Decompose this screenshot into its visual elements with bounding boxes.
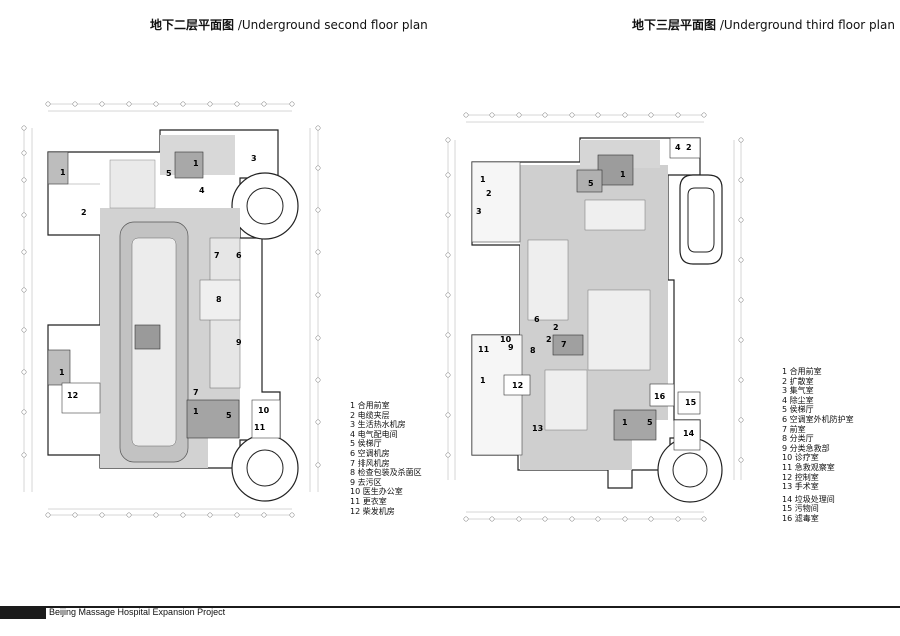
left-room-label: 7 xyxy=(214,251,220,260)
left-plan-legend: 1 合用前室 2 电缆夹层 3 生活热水机房 4 电气配电间 5 侯梯厅 6 空… xyxy=(350,401,422,516)
left-room-label: 6 xyxy=(236,251,242,260)
footer-rule xyxy=(0,606,900,608)
legend-item: 1 合用前室 xyxy=(350,401,390,410)
right-room-label: 1 xyxy=(480,376,486,385)
legend-item: 15 污物间 xyxy=(782,504,819,514)
right-room-label: 15 xyxy=(685,398,697,407)
left-room-label: 10 xyxy=(258,406,270,415)
left-plan-grid-ticks xyxy=(21,101,321,518)
right-room-label: 5 xyxy=(647,418,653,427)
right-room-label: 6 xyxy=(534,315,540,324)
legend-item: 12 柴发机房 xyxy=(350,506,395,516)
left-plan-title-zh: 地下二层平面图 xyxy=(150,18,235,32)
right-plan-title: 地下三层平面图 /Underground third floor plan xyxy=(632,16,895,33)
left-plan-title: 地下二层平面图 /Underground second floor plan xyxy=(150,16,428,33)
right-room-label: 1 xyxy=(622,418,628,427)
legend-item: 11 更衣室 xyxy=(350,496,387,506)
right-plan-grid xyxy=(447,114,742,520)
legend-item: 13 手术室 xyxy=(782,482,819,492)
right-plan-building xyxy=(471,137,723,503)
right-room-label: 11 xyxy=(478,345,490,354)
left-room-label: 5 xyxy=(226,411,232,420)
right-room-label: 16 xyxy=(654,392,666,401)
right-room-label: 7 xyxy=(561,340,567,349)
right-room-label: 3 xyxy=(476,207,482,216)
legend-item: 10 医生办公室 xyxy=(350,487,403,497)
legend-item: 5 侯梯厅 xyxy=(782,405,814,415)
legend-item: 3 生活热水机房 xyxy=(350,420,406,430)
legend-item: 6 空调室外机防护室 xyxy=(782,414,854,424)
legend-item: 4 电气配电间 xyxy=(350,429,398,439)
right-room-label: 12 xyxy=(512,381,523,390)
legend-item: 5 侯梯厅 xyxy=(350,439,382,449)
right-room-label: 10 xyxy=(500,335,512,344)
legend-item: 3 集气室 xyxy=(782,386,814,396)
legend-item: 14 垃圾处理间 xyxy=(782,494,835,504)
right-room-label: 2 xyxy=(546,335,552,344)
left-room-label: 12 xyxy=(67,391,78,400)
right-room-label: 8 xyxy=(530,346,536,355)
left-room-label: 1 xyxy=(193,159,199,168)
legend-item: 9 去污区 xyxy=(350,477,382,487)
legend-item: 8 检查包装及杀菌区 xyxy=(350,468,422,478)
left-room-label: 5 xyxy=(166,169,172,178)
left-room-label: 11 xyxy=(254,423,266,432)
left-plan-grid xyxy=(23,103,319,516)
right-room-label: 5 xyxy=(588,179,594,188)
legend-item: 12 控制室 xyxy=(782,472,819,482)
footer-block xyxy=(0,606,46,619)
right-room-label: 1 xyxy=(620,170,626,179)
right-room-label: 14 xyxy=(683,429,695,438)
left-room-label: 8 xyxy=(216,295,222,304)
legend-item: 4 除尘室 xyxy=(782,395,814,405)
left-room-label: 4 xyxy=(199,186,205,195)
legend-item: 1 合用前室 xyxy=(782,367,822,376)
right-plan-title-en: /Underground third floor plan xyxy=(719,18,895,32)
left-plan-title-en: /Underground second floor plan xyxy=(237,18,428,32)
legend-item: 7 前室 xyxy=(782,424,806,434)
legend-item: 7 排风机房 xyxy=(350,458,390,468)
right-room-label: 9 xyxy=(508,343,514,352)
legend-item: 6 空调机房 xyxy=(350,448,390,458)
right-room-label: 2 xyxy=(553,323,559,332)
right-room-label: 1 xyxy=(480,175,486,184)
left-plan-building xyxy=(47,129,299,502)
right-room-label: 2 xyxy=(486,189,492,198)
legend-item: 2 扩散室 xyxy=(782,376,814,386)
left-room-label: 1 xyxy=(193,407,199,416)
legend-item: 8 分类厅 xyxy=(782,434,814,444)
right-room-label: 13 xyxy=(532,424,543,433)
legend-item: 2 电缆夹层 xyxy=(350,410,390,420)
legend-item: 9 分类急救部 xyxy=(782,443,830,453)
left-room-label: 2 xyxy=(81,208,87,217)
legend-item: 10 诊疗室 xyxy=(782,453,819,463)
right-plan-grid-ticks xyxy=(445,112,744,522)
right-plan-title-zh: 地下三层平面图 xyxy=(632,18,717,32)
right-plan-legend: 1 合用前室 2 扩散室 3 集气室 4 除尘室 5 侯梯厅 6 空调室外机防护… xyxy=(782,367,854,524)
footer-project-name: Beijing Massage Hospital Expansion Proje… xyxy=(49,607,226,617)
legend-item: 11 急救观察室 xyxy=(782,462,835,472)
right-room-label: 4 xyxy=(675,143,681,152)
left-room-label: 7 xyxy=(193,388,199,397)
right-plan-room-labels: 4 2 1 1 5 2 3 6 2 10 9 8 2 7 11 1 12 16 … xyxy=(476,143,697,438)
left-room-label: 9 xyxy=(236,338,242,347)
legend-item: 16 滤毒室 xyxy=(782,513,819,523)
left-room-label: 1 xyxy=(60,168,66,177)
left-room-label: 3 xyxy=(251,154,257,163)
right-room-label: 2 xyxy=(686,143,692,152)
left-plan-room-labels: 1 2 5 1 4 3 7 6 8 9 1 12 7 1 5 10 11 xyxy=(59,154,270,432)
left-room-label: 1 xyxy=(59,368,65,377)
